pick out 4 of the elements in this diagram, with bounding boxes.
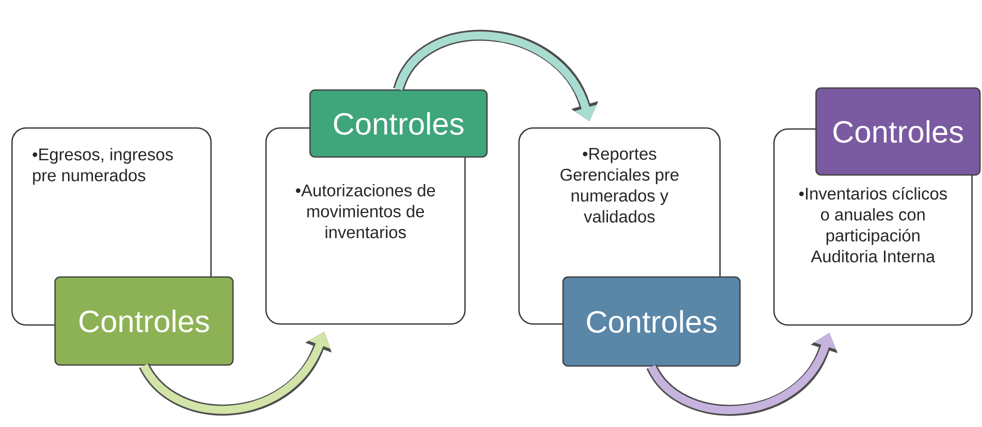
label-tab: Controles [309,89,488,158]
label-tab: Controles [815,87,981,176]
label-tab: Controles [562,276,741,367]
label-tab: Controles [54,276,234,366]
